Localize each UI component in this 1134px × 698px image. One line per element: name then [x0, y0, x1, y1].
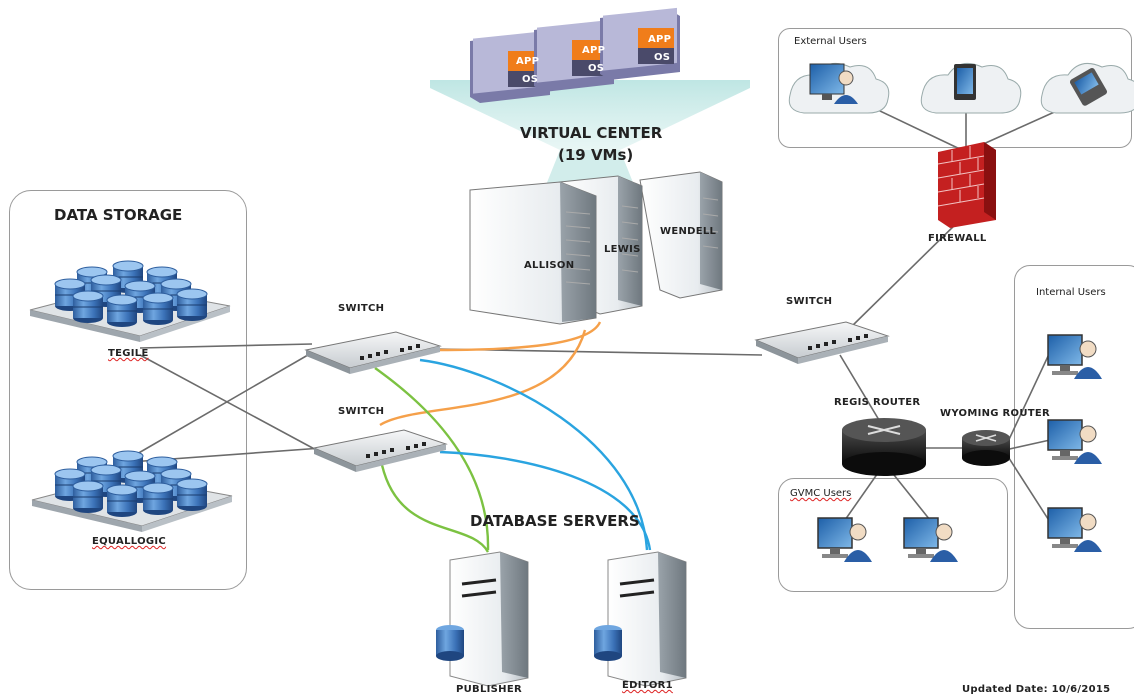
- equallogic-disk-icon: [142, 482, 174, 515]
- equallogic-label: EQUALLOGIC: [92, 536, 167, 547]
- vm-os-label-3: OS: [654, 52, 671, 63]
- external-users-label: External Users: [794, 36, 867, 47]
- tegile-disk-icon: [72, 290, 104, 323]
- internal-user-icon: [1047, 507, 1102, 552]
- gray-links: [129, 91, 1091, 523]
- equallogic-disk-icon: [72, 480, 104, 513]
- tegile-disk-icon: [176, 288, 208, 321]
- vm-app-label-3: APP: [648, 34, 672, 45]
- regis-router-icon: [842, 418, 926, 476]
- wyoming-router-icon: [962, 430, 1010, 466]
- publisher-label: PUBLISHER: [456, 684, 522, 695]
- gvmc-user-icon: [817, 517, 872, 562]
- gvmc-users-panel: [778, 478, 1008, 592]
- editor-server-icon: [594, 551, 687, 687]
- updated-date: Updated Date: 10/6/2015: [962, 684, 1111, 695]
- vm-tiles: [470, 7, 680, 103]
- host-lewis-label: LEWIS: [604, 244, 641, 255]
- tegile-disk-icon: [142, 292, 174, 325]
- data-storage-title: DATA STORAGE: [54, 206, 183, 224]
- equallogic-disk-icon: [106, 484, 138, 517]
- vm-os-label-2: OS: [588, 63, 605, 74]
- host-wendell-label: WENDELL: [660, 226, 717, 237]
- internal-users-label: Internal Users: [1036, 287, 1106, 298]
- tegile-disk-icon: [106, 294, 138, 327]
- regis-router-label: REGIS ROUTER: [834, 397, 921, 408]
- switch-bottom-left-label: SWITCH: [338, 406, 385, 417]
- virtual-center-count: (19 VMs): [558, 146, 634, 164]
- host-towers: [469, 171, 723, 325]
- gvmc-user-icon: [903, 517, 958, 562]
- publisher-server-icon: [436, 551, 529, 687]
- host-allison-label: ALLISON: [524, 260, 575, 271]
- colored-links: [374, 321, 652, 553]
- internal-user-icon: [1047, 419, 1102, 464]
- equallogic-disk-icon: [176, 478, 208, 511]
- database-servers-title: DATABASE SERVERS: [470, 512, 640, 530]
- external-devices: [809, 63, 1108, 106]
- firewall-icon: [937, 142, 996, 228]
- tegile-label: TEGILE: [108, 348, 149, 359]
- switch-top-left-label: SWITCH: [338, 303, 385, 314]
- switch-right-label: SWITCH: [786, 296, 833, 307]
- gvmc-users-label: GVMC Users: [790, 488, 852, 499]
- vm-app-label-2: APP: [582, 45, 606, 56]
- switch-right: [754, 321, 890, 364]
- virtual-center-title: VIRTUAL CENTER: [520, 124, 663, 142]
- firewall-label: FIREWALL: [928, 233, 987, 244]
- wyoming-router-label: WYOMING ROUTER: [940, 408, 1051, 419]
- editor-label: EDITOR1: [622, 680, 673, 691]
- vm-os-label-1: OS: [522, 74, 539, 85]
- switch-top-left: [304, 331, 442, 374]
- vm-app-label-1: APP: [516, 56, 540, 67]
- switch-bottom-left: [312, 429, 448, 472]
- internal-user-icon: [1047, 334, 1102, 379]
